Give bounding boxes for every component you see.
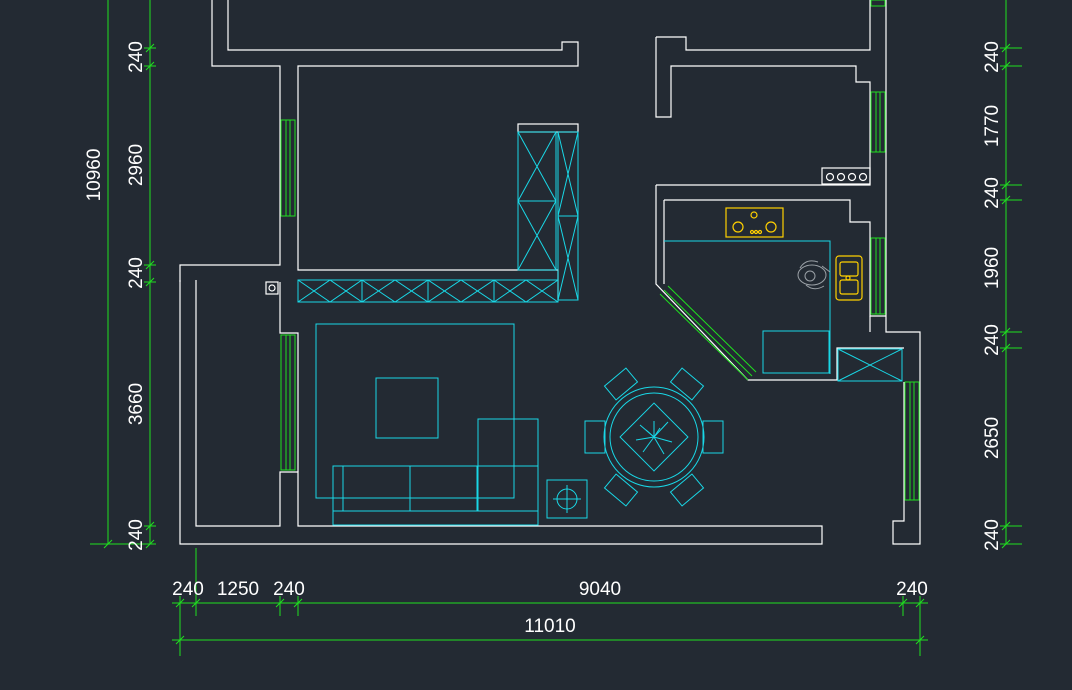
left-dim-3: 240 bbox=[126, 257, 147, 289]
walls bbox=[179, 0, 921, 545]
sink bbox=[835, 255, 863, 301]
bottom-total-dim: 11010 bbox=[524, 616, 575, 637]
dining-table bbox=[584, 367, 724, 507]
kitchen-counter bbox=[664, 167, 903, 382]
rug-and-sofa bbox=[315, 323, 588, 526]
right-dim-5: 240 bbox=[982, 324, 1003, 356]
left-dim-4: 3660 bbox=[126, 383, 147, 425]
tv-cabinet bbox=[265, 279, 559, 303]
right-dim-4: 1960 bbox=[982, 247, 1003, 289]
right-dimension-labels: 240 1770 240 1960 240 2650 240 bbox=[982, 41, 1003, 551]
right-dim-6: 2650 bbox=[982, 417, 1003, 459]
bottom-dim-1: 240 bbox=[172, 579, 204, 600]
left-dim-1: 240 bbox=[126, 41, 147, 73]
wardrobe bbox=[517, 123, 579, 301]
bottom-dimension-labels: 240 1250 240 9040 240 11010 bbox=[172, 579, 928, 637]
stove bbox=[725, 207, 784, 238]
right-dim-1: 240 bbox=[982, 41, 1003, 73]
bottom-dim-3: 240 bbox=[273, 579, 305, 600]
right-dim-2: 1770 bbox=[982, 105, 1003, 147]
windows bbox=[280, 0, 920, 501]
person-figure bbox=[797, 260, 831, 290]
left-total-dim: 10960 bbox=[84, 149, 105, 202]
left-dim-2: 2960 bbox=[126, 144, 147, 186]
left-dimension-labels: 240 2960 240 3660 240 10960 bbox=[84, 41, 147, 551]
dimension-lines bbox=[90, 0, 1022, 656]
bottom-dim-4: 9040 bbox=[579, 579, 621, 600]
bottom-dim-5: 240 bbox=[896, 579, 928, 600]
right-dim-7: 240 bbox=[982, 519, 1003, 551]
left-dim-5: 240 bbox=[126, 519, 147, 551]
bottom-dim-2: 1250 bbox=[217, 579, 259, 600]
right-dim-3: 240 bbox=[982, 177, 1003, 209]
